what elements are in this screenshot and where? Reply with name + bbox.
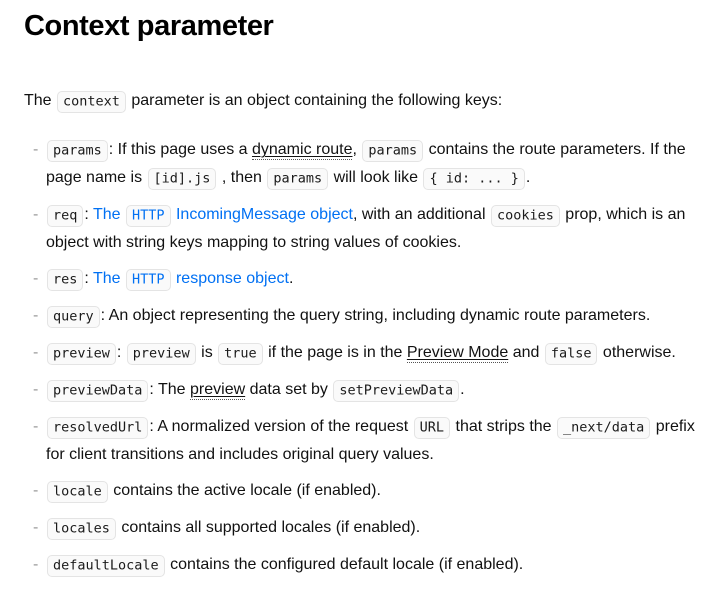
inline-code: params [47,139,108,162]
list-item-locale: locale contains the active locale (if en… [24,477,698,505]
inline-code: setPreviewData [333,379,460,402]
inline-code: res [47,268,84,291]
list-item-preview: preview: preview is true if the page is … [24,339,698,367]
list-item-resolvedUrl: resolvedUrl: A normalized version of the… [24,413,698,468]
text-segment: is [196,344,218,361]
doc-link[interactable]: IncomingMessage object [171,206,353,223]
text-segment: . [288,270,294,287]
inline-code: locale [47,480,108,503]
intro-paragraph: The context parameter is an object conta… [24,87,698,115]
text-segment: : A normalized version of the request [149,418,413,435]
inline-code: { id: ... } [423,167,525,190]
doc-link-dotted[interactable]: dynamic route [251,141,353,160]
text-segment: The [24,92,57,109]
text-segment: , with an additional [352,206,490,223]
list-item-defaultLocale: defaultLocale contains the configured de… [24,551,698,579]
doc-link[interactable]: HTTP [125,268,172,291]
text-segment: contains the active locale (if enabled). [108,482,381,499]
text-segment: : An object representing the query strin… [100,307,651,324]
text-segment: : [84,206,93,223]
inline-code: req [47,204,84,227]
inline-code: URL [413,416,451,439]
list-item-req: req: The HTTP IncomingMessage object, wi… [24,201,698,256]
doc-link-dotted[interactable]: preview [190,381,246,400]
text-segment: , [352,141,362,158]
inline-code: [id].js [147,167,217,190]
inline-code: _next/data [557,416,651,439]
text-segment: otherwise. [598,344,676,361]
text-segment: , then [217,169,267,186]
text-segment: : [116,344,126,361]
text-segment: : [84,270,93,287]
inline-code: preview [126,342,196,365]
text-segment: contains the configured default locale (… [165,556,524,573]
text-segment: . [525,169,531,186]
inline-code: cookies [490,204,560,227]
doc-link[interactable]: The [93,270,126,287]
list-item-query: query: An object representing the query … [24,302,698,330]
inline-code: locales [47,517,116,540]
text-segment: data set by [245,381,333,398]
inline-code: HTTP [126,268,171,291]
text-segment: and [508,344,544,361]
list-item-params: params: If this page uses a dynamic rout… [24,136,698,192]
page-title: Context parameter [24,10,274,42]
text-segment: parameter is an object containing the fo… [126,92,503,109]
list-item-locales: locales contains all supported locales (… [24,514,698,542]
inline-code: query [47,305,100,328]
text-segment: contains all supported locales (if enabl… [116,519,421,536]
inline-code: false [544,342,598,365]
inline-code: context [57,90,126,113]
inline-code: HTTP [126,204,171,227]
inline-code: params [267,167,329,190]
list-item-res: res: The HTTP response object. [24,265,698,293]
text-segment: if the page is in the [263,344,407,361]
text-segment: prop, which is an object with string key… [46,206,686,251]
list-item-previewData: previewData: The preview data set by set… [24,376,698,404]
text-segment: contains the route parameters. If the pa… [46,141,686,186]
inline-code: defaultLocale [47,554,165,577]
text-segment: prefix for client transitions and includ… [46,418,695,463]
inline-code: true [218,342,263,365]
text-segment: : The [149,381,191,398]
text-segment: . [460,381,465,398]
inline-code: resolvedUrl [47,416,149,439]
text-segment: will look like [329,169,423,186]
inline-code: previewData [47,379,149,402]
text-segment: : If this page uses a [108,141,252,158]
doc-link[interactable]: HTTP [125,204,172,227]
context-keys-list: params: If this page uses a dynamic rout… [24,136,698,579]
inline-code: preview [47,342,116,365]
doc-link[interactable]: response object [171,270,289,287]
text-segment: that strips the [451,418,556,435]
doc-link-dotted[interactable]: Preview Mode [406,344,509,363]
doc-link[interactable]: The [93,206,126,223]
inline-code: params [362,139,424,162]
